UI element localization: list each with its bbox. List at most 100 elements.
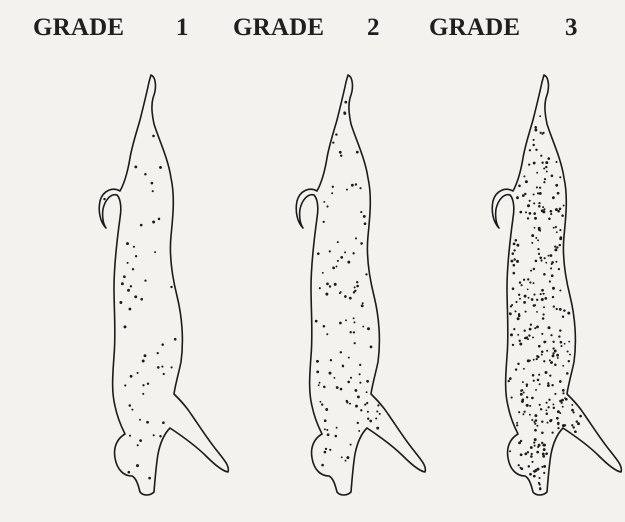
stipple-dot [527, 217, 529, 219]
stipple-dot [161, 343, 164, 346]
stipple-dot [527, 289, 529, 291]
stipple-dot [357, 395, 360, 398]
stipple-dot [555, 184, 558, 187]
stipple-dot [548, 399, 550, 401]
stipple-dot [128, 308, 131, 311]
stipple-dot [554, 245, 556, 247]
stipple-dot [130, 375, 133, 378]
stipple-dot [531, 419, 533, 421]
stipple-dot [545, 262, 547, 264]
stipple-dot [325, 448, 327, 450]
stipple-dot [544, 178, 546, 180]
stipple-dot [549, 280, 551, 282]
stipple-dot [540, 259, 542, 261]
stipple-dot [538, 444, 541, 447]
stipple-dot [348, 357, 350, 359]
stipple-dot [526, 385, 528, 387]
stipple-dot [566, 372, 569, 375]
stipple-dot [337, 260, 339, 262]
stipple-dot [359, 187, 361, 189]
stipple-dot [531, 242, 533, 244]
stipple-dot [142, 384, 144, 386]
stipple-dot [324, 428, 326, 430]
stipple-dot [562, 316, 564, 318]
stipple-dot [103, 198, 105, 200]
stipple-dot [319, 401, 321, 403]
stipple-dot [562, 389, 565, 392]
stipple-dot [508, 380, 510, 382]
stipple-dot [331, 192, 333, 194]
stipple-dot [552, 287, 555, 290]
stipple-dot [562, 392, 564, 394]
stipple-dot [556, 231, 558, 233]
stipple-dot [513, 264, 516, 267]
stipple-dot [171, 366, 173, 368]
stipple-dot [558, 268, 560, 270]
stipple-dot [541, 420, 543, 422]
stipple-dot [533, 380, 535, 382]
stipple-dot [346, 189, 348, 191]
stipple-dot [551, 175, 554, 178]
stipple-dot [336, 386, 339, 389]
stipple-dot [543, 465, 546, 468]
stipple-dot [517, 334, 519, 336]
stipple-dot [533, 193, 535, 195]
stipple-dot [561, 214, 564, 217]
stipple-dot [547, 382, 549, 384]
stipple-dot [360, 242, 363, 245]
stipple-dot [142, 360, 145, 363]
stipple-dot [563, 205, 565, 207]
stipple-dot [516, 196, 519, 199]
stipple-dot [352, 252, 354, 254]
stipple-dot [347, 381, 350, 384]
stipple-dot [535, 149, 537, 151]
stipple-dot [547, 384, 550, 387]
stipple-dot [545, 161, 548, 164]
stipple-dot [325, 293, 328, 296]
stipple-dot [533, 294, 535, 296]
stipple-dot [326, 333, 328, 335]
stipple-dot [579, 415, 582, 418]
stipple-dot [317, 252, 320, 255]
stipple-dot [518, 185, 521, 188]
stipple-dot [546, 350, 548, 352]
stipple-dot [543, 167, 545, 169]
stipple-dot [541, 133, 543, 135]
stipple-dot [137, 372, 139, 374]
stipple-dot [509, 450, 511, 452]
stipple-dot [524, 193, 526, 195]
stipple-dot [170, 286, 172, 288]
stipple-dot [533, 282, 535, 284]
stipple-dot [533, 470, 535, 472]
stipple-dot [140, 224, 143, 227]
stipple-dot [549, 374, 551, 376]
stipple-dot [521, 400, 524, 403]
stipple-dot [567, 350, 569, 352]
stipple-dot [557, 210, 560, 213]
stipple-dot [377, 404, 379, 406]
stipple-dot [554, 350, 557, 353]
stipple-dot [529, 281, 531, 283]
stipple-dot [339, 322, 342, 325]
stipple-dot [531, 453, 533, 455]
stipple-dot [534, 227, 536, 229]
stipple-dot [536, 172, 538, 174]
stipple-dot [355, 405, 358, 408]
stipple-dot [536, 451, 539, 454]
stipple-dot [144, 173, 146, 175]
stipple-dot [551, 384, 553, 386]
stipple-dot [364, 222, 367, 225]
stipple-dot [356, 281, 358, 283]
stipple-dot [332, 186, 334, 188]
stipple-dot [527, 204, 530, 207]
stipple-dot [519, 281, 521, 283]
stipple-dot [516, 244, 519, 247]
stipple-dot [551, 261, 554, 264]
stipple-dot [339, 151, 342, 154]
stipple-dot [546, 171, 548, 173]
stipple-dot [551, 431, 553, 433]
stipple-dot [323, 386, 326, 389]
stipple-dot [569, 354, 571, 356]
stipple-dot [142, 393, 144, 395]
